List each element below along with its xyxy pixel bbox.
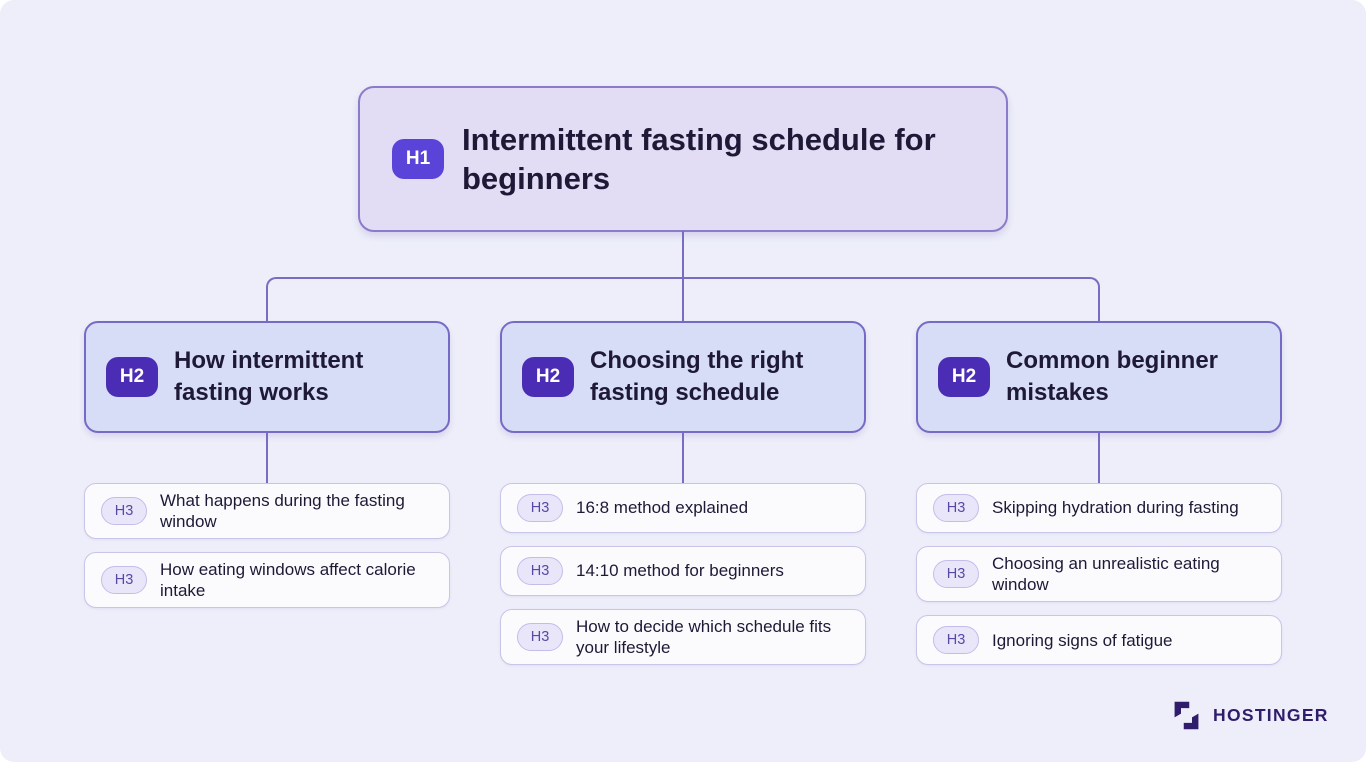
h2-badge: H2 [522,357,574,397]
h3-badge: H3 [101,497,147,526]
h2-badge: H2 [106,357,158,397]
h1-card: H1 Intermittent fasting schedule for beg… [358,86,1008,232]
column-choosing-schedule: H2 Choosing the right fasting schedule H… [500,321,866,678]
h3-card: H3 Ignoring signs of fatigue [916,615,1282,666]
h3-text: What happens during the fasting window [160,491,405,532]
hostinger-logo: HOSTINGER [1170,699,1329,732]
hostinger-logo-text: HOSTINGER [1213,705,1329,725]
h2-card: H2 Choosing the right fasting schedule [500,321,866,433]
h3-badge: H3 [517,623,563,652]
h3-card: H3 How eating windows affect calorie int… [84,552,450,609]
hostinger-logo-icon [1174,701,1199,730]
connector-h2-to-h3 [266,433,268,483]
column-common-mistakes: H2 Common beginner mistakes H3 Skipping … [916,321,1282,678]
h2-title: Common beginner mistakes [1006,347,1219,406]
h2-card: H2 How intermittent fasting works [84,321,450,433]
h3-card: H3 How to decide which schedule fits you… [500,609,866,666]
h3-text: 14:10 method for beginners [576,561,784,581]
h3-text: Choosing an unrealistic eating window [992,554,1220,595]
column-how-it-works: H2 How intermittent fasting works H3 Wha… [84,321,450,621]
h3-card: H3 14:10 method for beginners [500,546,866,596]
h3-card: H3 Choosing an unrealistic eating window [916,546,1282,603]
connector-h2-to-h3 [1098,433,1100,483]
connector-h2-to-h3 [682,433,684,483]
connector-h1-stem [682,231,684,278]
h3-text: Skipping hydration during fasting [992,498,1239,518]
h3-text: 16:8 method explained [576,498,749,518]
h3-text: Ignoring signs of fatigue [992,630,1173,650]
h2-title: How intermittent fasting works [174,347,364,406]
h1-title: Intermittent fasting schedule for beginn… [462,121,936,196]
h3-text: How eating windows affect calorie intake [160,560,416,601]
h2-title: Choosing the right fasting schedule [590,347,804,406]
h3-card: H3 What happens during the fasting windo… [84,483,450,540]
connector-center-drop [682,277,684,322]
h3-badge: H3 [933,626,979,655]
h3-card: H3 16:8 method explained [500,483,866,533]
h3-badge: H3 [101,566,147,595]
h2-card: H2 Common beginner mistakes [916,321,1282,433]
h3-badge: H3 [517,494,563,522]
h3-badge: H3 [933,494,979,522]
h2-badge: H2 [938,357,990,397]
h3-badge: H3 [517,557,563,585]
h3-card: H3 Skipping hydration during fasting [916,483,1282,533]
h3-text: How to decide which schedule fits your l… [576,617,832,658]
h1-badge: H1 [392,139,444,179]
h3-badge: H3 [933,560,979,589]
